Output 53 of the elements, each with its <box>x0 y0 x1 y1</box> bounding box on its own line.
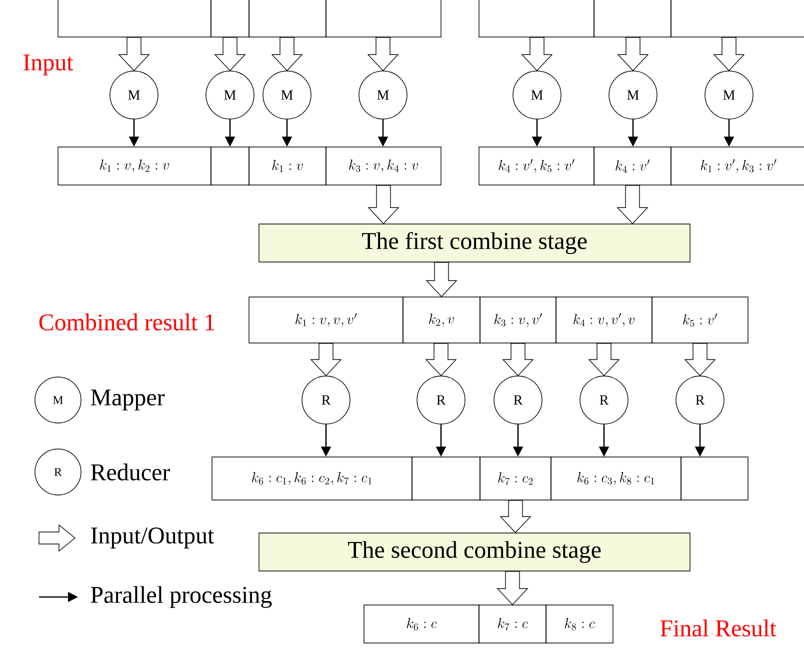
hollow-arrow <box>713 37 745 72</box>
data-cell <box>680 456 748 500</box>
data-cell <box>478 0 594 38</box>
data-cell <box>412 456 480 500</box>
data-cell <box>594 0 672 38</box>
data-cell <box>210 0 250 38</box>
data-cell: $k_5 : v'$ <box>652 296 748 344</box>
data-cell: $k_3 : v, v'$ <box>480 296 556 344</box>
hollow-arrow <box>496 571 528 606</box>
legend-text: Mapper <box>90 390 165 410</box>
hollow-arrow <box>684 343 716 376</box>
hollow-arrow <box>426 262 458 298</box>
data-cell: $k_1 : v, v, v'$ <box>248 296 404 344</box>
data-cell <box>670 0 804 38</box>
hollow-arrow <box>425 343 457 376</box>
stage-label: Input <box>24 54 74 76</box>
data-cell <box>58 0 212 38</box>
legend-text: Parallel processing <box>90 586 272 608</box>
data-cell: $k_6 : c$ <box>364 604 480 644</box>
data-cell: $k_1 : v$ <box>248 146 326 186</box>
data-cell: $k_1 : v, k_2 : v$ <box>58 146 212 186</box>
stage-box: The second combine stage <box>258 532 690 572</box>
data-cell: $k_2, v$ <box>402 296 480 344</box>
hollow-arrow <box>588 343 620 376</box>
data-cell: $k_1 : v', k_3 : v'$ <box>670 146 804 186</box>
data-cell: $k_6 : c_3, k_8 : c_1$ <box>550 456 682 500</box>
hollow-arrow <box>617 37 649 72</box>
data-cell <box>326 0 442 38</box>
data-cell <box>210 146 250 186</box>
data-cell <box>248 0 326 38</box>
stage-label: Final Result <box>660 620 776 636</box>
data-cell: $k_3 : v, k_4 : v$ <box>326 146 442 186</box>
data-cell: $k_8 : c$ <box>546 604 614 644</box>
legend-text: Reducer <box>90 464 170 480</box>
hollow-arrow <box>502 343 534 376</box>
hollow-arrow <box>368 185 400 224</box>
hollow-arrow <box>118 37 150 72</box>
stage-label: Combined result 1 <box>39 314 214 330</box>
hollow-arrow <box>310 343 342 376</box>
data-cell: $k_4 : v'$ <box>594 146 672 186</box>
data-cell: $k_7 : c$ <box>478 604 546 644</box>
hollow-arrow <box>367 37 399 72</box>
data-cell: $k_4 : v', k_5 : v'$ <box>478 146 594 186</box>
stage-box: The first combine stage <box>258 224 690 262</box>
hollow-arrow <box>616 185 648 224</box>
data-cell: $k_6 : c_1, k_6 : c_2, k_7 : c_1$ <box>212 456 412 500</box>
hollow-arrow <box>214 37 246 72</box>
data-cell: $k_7 : c_2$ <box>480 456 552 500</box>
hollow-arrow <box>500 500 532 534</box>
data-cell: $k_4 : v, v', v$ <box>556 296 652 344</box>
hollow-arrow <box>521 37 553 72</box>
hollow-arrow <box>271 37 303 72</box>
legend-text: Input/Output <box>91 528 214 548</box>
